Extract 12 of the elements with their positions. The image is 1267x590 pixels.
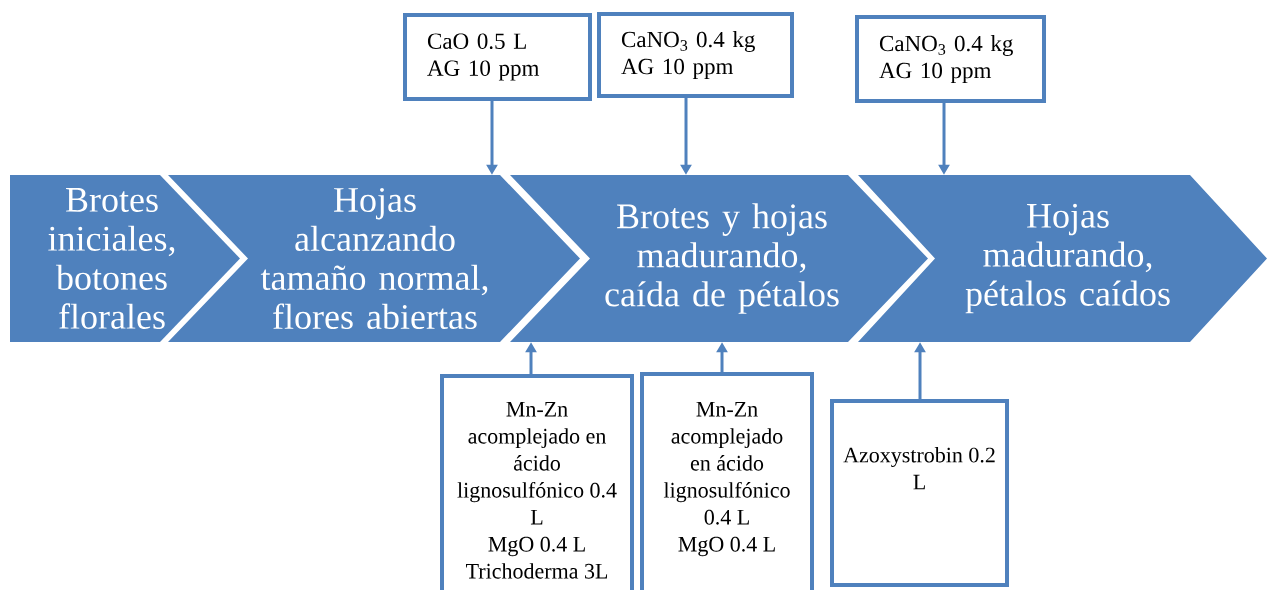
input-box: Azoxystrobin 0.2 L <box>830 399 1009 587</box>
node-label: Hojas alcanzando tamaño normal, flores abiertas <box>260 187 488 330</box>
input-box: Mn-Zn acomplejado en ácido lignosulfónico 0.4 L MgO 0.4 L Trichoderma 3L <box>440 374 634 590</box>
chevron-step: Hojas madurando, pétalos caídos <box>858 175 1267 342</box>
node-label: Hojas madurando, pétalos caídos <box>965 203 1170 314</box>
input-box: CaO 0.5 L AG 10 ppm <box>403 13 592 101</box>
input-box: CaNO$_{3}$ 0.4 kg AG 10 ppm <box>855 15 1046 103</box>
input-box: CaNO$_{3}$ 0.4 kg AG 10 ppm <box>597 12 794 98</box>
chevron-step: Brotes iniciales, botones florales <box>10 175 240 342</box>
input-box: Mn-Zn acomplejado en ácido lignosulfónico 0.4 L MgO 0.4 L <box>640 372 814 590</box>
node-label: Brotes y hojas madurando, caída de pétalos <box>605 203 839 314</box>
chevron-step: Brotes y hojas madurando, caída de pétalos <box>510 175 928 342</box>
